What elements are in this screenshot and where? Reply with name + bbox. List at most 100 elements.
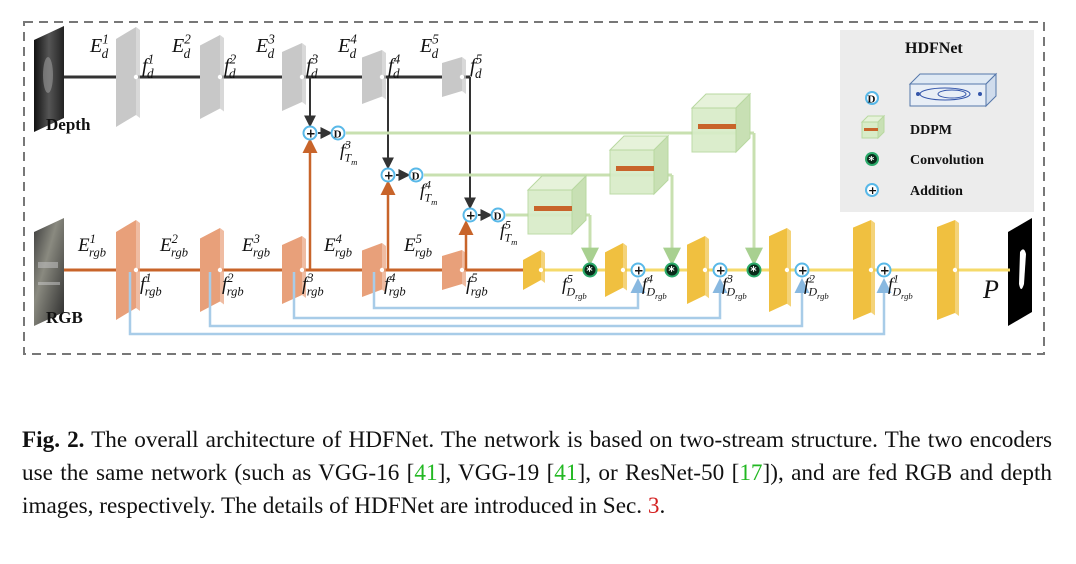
depth-input-image	[34, 26, 64, 132]
skip-connection-1	[128, 272, 892, 336]
rgb-encoder-group	[116, 220, 466, 320]
caption-text-2: ], VGG-19 [	[437, 460, 555, 486]
svg-text:*: *	[586, 264, 593, 278]
rgb-encoder-1	[116, 220, 140, 320]
svg-text:+: +	[384, 168, 394, 182]
svg-text:D: D	[868, 94, 876, 106]
citation-link-3[interactable]: 17	[739, 460, 763, 486]
caption-text-3: ], or ResNet-50 [	[577, 460, 740, 486]
caption-figure-number: Fig. 2.	[22, 427, 85, 453]
citation-link-1[interactable]: 41	[414, 460, 438, 486]
depth-label: Depth	[46, 115, 91, 134]
ddpm-entry-5: D	[490, 207, 506, 223]
decoder-convolution-5: *	[582, 262, 598, 278]
svg-text:+: +	[798, 263, 808, 277]
output-label: P	[982, 275, 999, 304]
svg-text:+: +	[880, 263, 890, 277]
svg-text:D: D	[494, 210, 502, 222]
depth-encoder-2	[200, 35, 224, 119]
decoder-block-1	[523, 250, 545, 290]
depth-encoder-group	[116, 27, 466, 127]
hdfnet-thumbnail-icon	[908, 72, 998, 108]
decoder-convolution-4: *	[664, 262, 680, 278]
decoder-block-3	[687, 236, 709, 304]
rgb-input-image	[34, 218, 64, 326]
ddpm-cube-3	[690, 92, 752, 154]
decoder-block-6	[937, 220, 959, 320]
svg-text:*: *	[750, 264, 757, 278]
ddpm-entry-4: D	[408, 167, 424, 183]
svg-text:+: +	[306, 126, 316, 140]
legend-addition-label: Addition	[910, 184, 963, 199]
legend-ddpm-d-icon: D	[865, 91, 879, 106]
skip-connection-4	[372, 272, 646, 310]
legend-addition-icon: +	[865, 183, 879, 197]
figure-caption: Fig. 2. The overall architecture of HDFN…	[22, 424, 1052, 523]
rgb-encoder-4	[362, 243, 386, 297]
legend-convolution-icon: *	[865, 152, 879, 167]
caption-text-4: ]), and are fed RGB and depth images, re…	[22, 460, 1052, 519]
rgb-encoder-2	[200, 228, 224, 312]
decoder-addition-4: +	[630, 262, 646, 278]
depth-encoder-5	[442, 57, 466, 97]
legend-title: HDFNet	[905, 40, 963, 57]
svg-text:+: +	[868, 184, 877, 197]
svg-text:*: *	[668, 264, 675, 278]
ddpm-cube-4	[608, 134, 670, 196]
skip-connection-group	[128, 272, 892, 336]
rgb-label: RGB	[46, 308, 83, 327]
ddpm-entry-3: D	[330, 125, 346, 141]
svg-text:+: +	[466, 208, 476, 222]
rgb-encoder-5	[442, 250, 466, 290]
depth-encoder-1	[116, 27, 140, 127]
decoder-block-4	[769, 228, 791, 312]
decoder-group	[523, 220, 959, 320]
legend-convolution-label: Convolution	[910, 153, 984, 168]
skip-connection-2	[208, 272, 810, 328]
skip-connection-3	[292, 272, 728, 320]
legend-ddpm-cube-icon	[860, 114, 886, 140]
citation-link-2[interactable]: 41	[554, 460, 578, 486]
depth-encoder-4	[362, 50, 386, 104]
decoder-addition-3: +	[712, 262, 728, 278]
decoder-block-5	[853, 220, 875, 320]
decoder-addition-2: +	[794, 262, 810, 278]
rgb-encoder-3	[282, 236, 306, 304]
fusion-addition-4: +	[380, 167, 396, 183]
decoder-convolution-3: *	[746, 262, 762, 278]
legend: HDFNet D DDPM * Convolution	[840, 30, 1034, 212]
decoder-block-2	[605, 243, 627, 297]
svg-text:+: +	[716, 263, 726, 277]
section-ref-link[interactable]: 3	[647, 493, 660, 519]
svg-text:+: +	[634, 263, 644, 277]
legend-ddpm-label: DDPM	[910, 123, 952, 138]
operation-node-group: + D + D + D * + * + * + +	[302, 125, 892, 278]
